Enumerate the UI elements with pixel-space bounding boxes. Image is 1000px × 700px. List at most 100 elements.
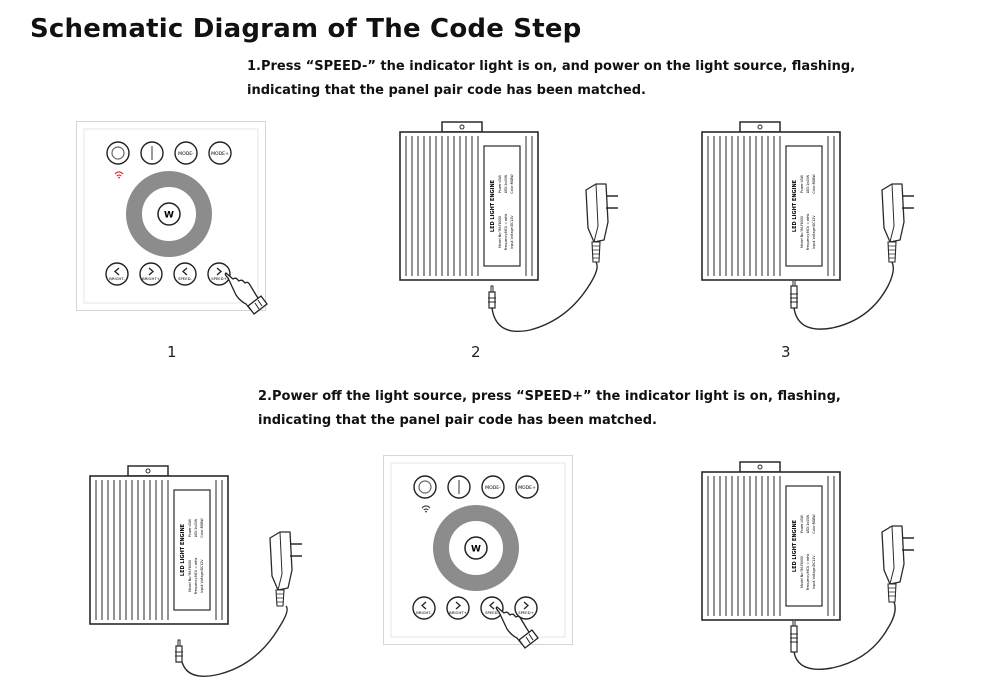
wall-panel-1: MODE- MODE+ W BRIGHT- BRIGHT+ SPEED- SPE… [76,121,268,315]
mode-minus-button[interactable] [174,141,198,165]
power-button-inner-icon [111,146,125,160]
dc-plug [790,279,798,309]
red-wifi-indicator-icon [114,171,124,179]
panel-bottom-buttons: BRIGHT- BRIGHT+ SPEED- SPEED+ [412,596,538,620]
wall-panel-2: MODE- MODE+ W BRIGHT- BRIGHT+ SPEED- SPE… [383,455,573,649]
light-engine-3: LED LIGHT ENGINE Model No:YM-F6000 Frequ… [701,121,914,330]
bright-plus-label: BRIGHT+ [449,610,467,615]
engine-spec-1: Model No:YM-F6000 [800,216,804,248]
engine-spec-6: Color:RGBW [812,174,816,194]
light-engine-2: LED LIGHT ENGINE Model No:YM-F6000 Frequ… [399,121,618,332]
mode-minus-button[interactable] [481,475,505,499]
engine-spec-4: Power:45W [498,174,502,193]
power-adapter-icon [881,183,914,263]
label-plate [785,145,823,267]
engine-spec-6: Color:RGBW [510,174,514,194]
engine-spec-4: Power:45W [800,174,804,193]
bracket-hole [459,124,465,130]
white-button-label: W [164,211,174,221]
step-1-line-2: indicating that the panel pair code has … [247,83,646,98]
engine-spec-3: Input Voltage:DC12V [200,559,204,593]
engine-spec-6: Color:RGBW [200,518,204,538]
heatsink-fins [95,480,223,620]
wifi-indicator-icon [421,505,431,513]
brightness-ring[interactable] [126,171,212,257]
panel-top-buttons: MODE- MODE+ [106,141,232,165]
figure-number-2: 2 [471,343,481,361]
engine-spec-2: Frequency:MCU ≈ mHz [806,553,810,590]
mode-plus-label: MODE+ [211,151,229,157]
engine-brand-label: LED LIGHT ENGINE [180,523,186,576]
chevron-right-icon [148,267,154,276]
engine-body: LED LIGHT ENGINE Model No:YM-F6000 Frequ… [701,121,841,281]
engine-spec-5: LED:1x45W [504,174,508,193]
heatsink-fins [707,136,835,276]
power-adapter-icon [585,183,618,263]
engine-spec-2: Frequency:MCU ≈ mHz [504,213,508,250]
mode-plus-button[interactable] [208,141,232,165]
engine-spec-5: LED:1x45W [194,518,198,537]
step-1-line-1: 1.Press “SPEED-” the indicator light is … [247,59,856,74]
panel-bottom-buttons: BRIGHT- BRIGHT+ SPEED- SPEED+ [105,262,231,286]
speed-minus-label: SPEED- [178,276,192,281]
speed-plus-label: SPEED+ [211,276,227,281]
engine-spec-3: Input Voltage:DC12V [812,555,816,589]
chevron-right-icon [216,267,222,276]
engine-spec-3: Input Voltage:DC12V [812,215,816,249]
mode-minus-label: MODE- [485,485,501,491]
chevron-right-icon [455,601,461,610]
figure-number-3: 3 [781,343,791,361]
figure-number-1: 1 [167,343,177,361]
bright-minus-label: BRIGHT- [109,276,125,281]
bracket-hole [757,124,763,130]
light-engine-6: LED LIGHT ENGINE Model No:YM-F6000 Frequ… [701,461,914,670]
dc-cable [793,601,896,670]
heatsink-fins [707,476,835,616]
chevron-left-icon [489,601,495,610]
white-button[interactable] [464,536,488,560]
engine-brand-label: LED LIGHT ENGINE [792,179,798,232]
step-2-instructions: 2.Power off the light source, press “SPE… [258,385,841,433]
engine-spec-5: LED:1x45W [806,174,810,193]
panel-top-buttons: MODE- MODE+ [413,475,539,499]
white-button-label: W [471,545,481,555]
chevron-right-icon [523,601,529,610]
power-adapter-icon [881,525,914,603]
brightness-ring[interactable] [433,505,519,591]
chevron-left-icon [114,267,120,276]
engine-brand-label: LED LIGHT ENGINE [792,519,798,572]
engine-spec-1: Model No:YM-F6000 [800,556,804,588]
chevron-left-icon [182,267,188,276]
engine-spec-2: Frequency:MCU ≈ mHz [194,557,198,594]
dc-cable [793,261,895,330]
label-plate [785,485,823,607]
bright-plus-label: BRIGHT+ [142,276,160,281]
mode-plus-label: MODE+ [518,485,536,491]
dc-cable [491,261,598,332]
engine-brand-label: LED LIGHT ENGINE [490,179,496,232]
heatsink-fins [405,136,533,276]
pointing-hand-icon [495,606,539,649]
white-button[interactable] [157,202,181,226]
chevron-left-icon [421,601,427,610]
dc-plug [175,639,183,663]
engine-spec-1: Model No:YM-F6000 [188,560,192,592]
power-button-inner-icon [418,480,432,494]
page-title: Schematic Diagram of The Code Step [30,14,582,44]
dc-plug [488,285,496,309]
label-plate [173,489,211,611]
power-adapter-icon [269,531,302,607]
mode-plus-button[interactable] [515,475,539,499]
label-plate [483,145,521,267]
engine-spec-5: LED:1x45W [806,514,810,533]
bracket-hole [757,464,763,470]
pointing-hand-icon [224,272,268,315]
mode-minus-label: MODE- [178,151,194,157]
light-engine-4: LED LIGHT ENGINE Model No:YM-F6000 Frequ… [89,465,302,677]
bright-minus-label: BRIGHT- [416,610,432,615]
engine-spec-3: Input Voltage:DC12V [510,215,514,249]
engine-body: LED LIGHT ENGINE Model No:YM-F6000 Frequ… [89,465,229,625]
engine-spec-6: Color:RGBW [812,514,816,534]
dc-cable [181,605,288,677]
step-2-line-2: indicating that the panel pair code has … [258,413,657,428]
